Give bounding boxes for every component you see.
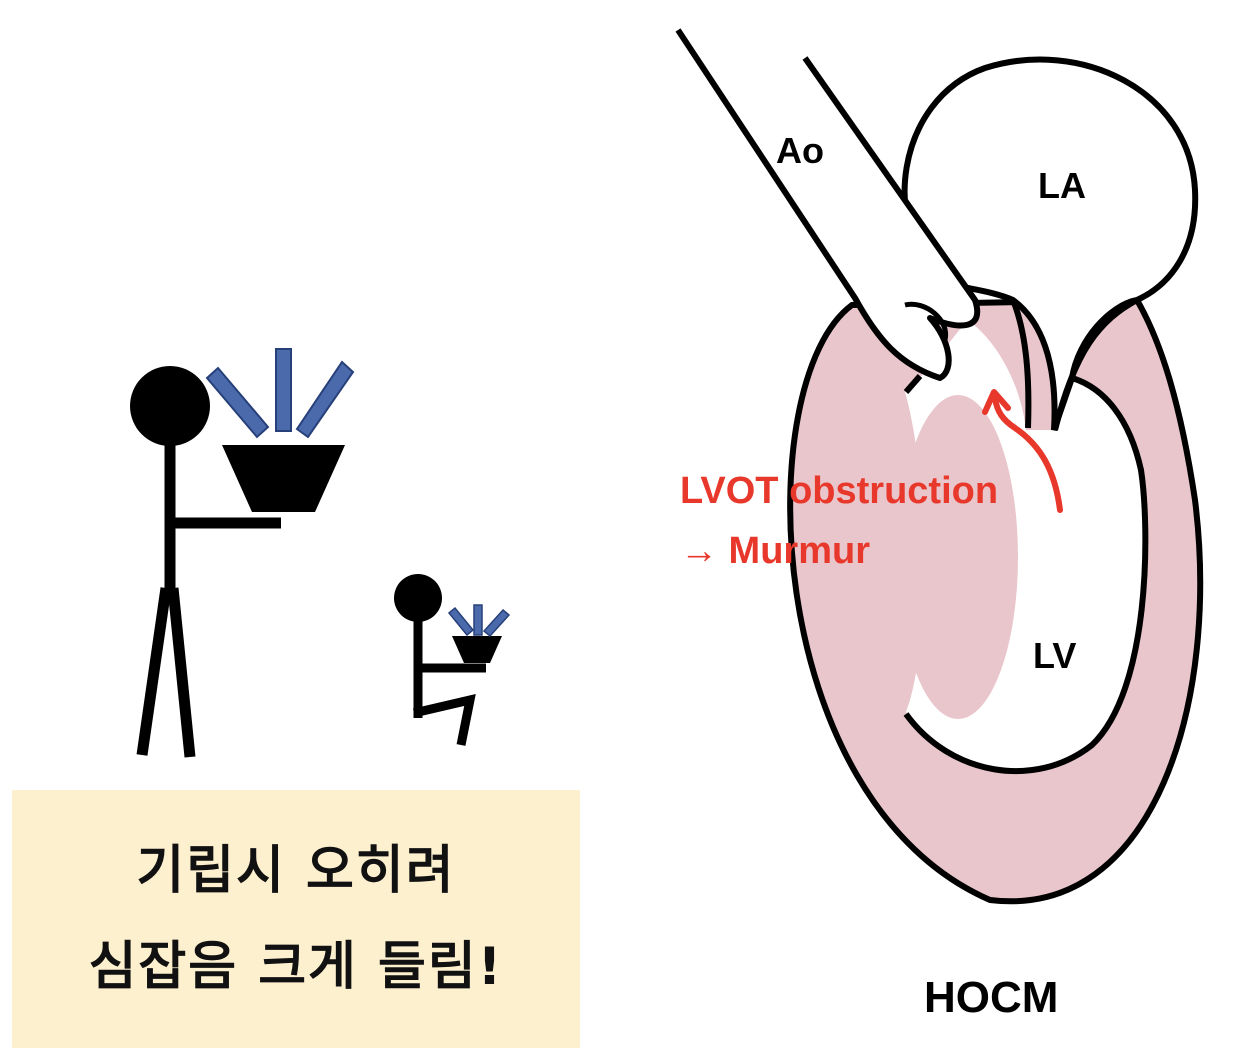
squatting-person-head (394, 574, 442, 622)
standing-person-left-leg (136, 587, 172, 756)
left-atrium (901, 56, 1199, 431)
annotation-murmur: → Murmur (680, 530, 870, 572)
standing-person-right-leg (167, 587, 196, 758)
label-left-ventricle: LV (1033, 635, 1076, 676)
small-sound-waves-icon (447, 604, 511, 638)
annotation-lvot-obstruction: LVOT obstruction (680, 470, 998, 512)
aorta (675, 28, 981, 381)
caption-box: 기립시 오히려 심잡음 크게 들림! (12, 790, 580, 1048)
standing-person-head (130, 366, 210, 446)
mitral-leaflet (1010, 298, 1032, 429)
heart (675, 28, 1204, 905)
large-speaker-icon (222, 445, 345, 512)
small-speaker-icon (452, 636, 502, 663)
label-left-atrium: LA (1038, 165, 1086, 206)
aortic-valve-cusp (904, 301, 949, 341)
caption-line-2: 심잡음 크게 들림! (88, 937, 504, 997)
lvot-flow-arrow (992, 395, 1063, 513)
mitral-leaflet-posterior (1052, 297, 1139, 431)
large-sound-waves-icon (205, 348, 355, 439)
caption-line-1: 기립시 오히려 (136, 841, 456, 901)
squatting-person (394, 574, 511, 746)
lvot-flow-arrowhead (982, 389, 1011, 415)
lv-wall-outline (903, 375, 1149, 775)
squatting-person-leg (412, 694, 476, 746)
diagram-title: HOCM (924, 973, 1058, 1022)
standing-person (130, 348, 355, 758)
septal-hypertrophy (898, 395, 1018, 719)
label-aorta: Ao (776, 130, 824, 171)
septum-edge (903, 374, 923, 394)
